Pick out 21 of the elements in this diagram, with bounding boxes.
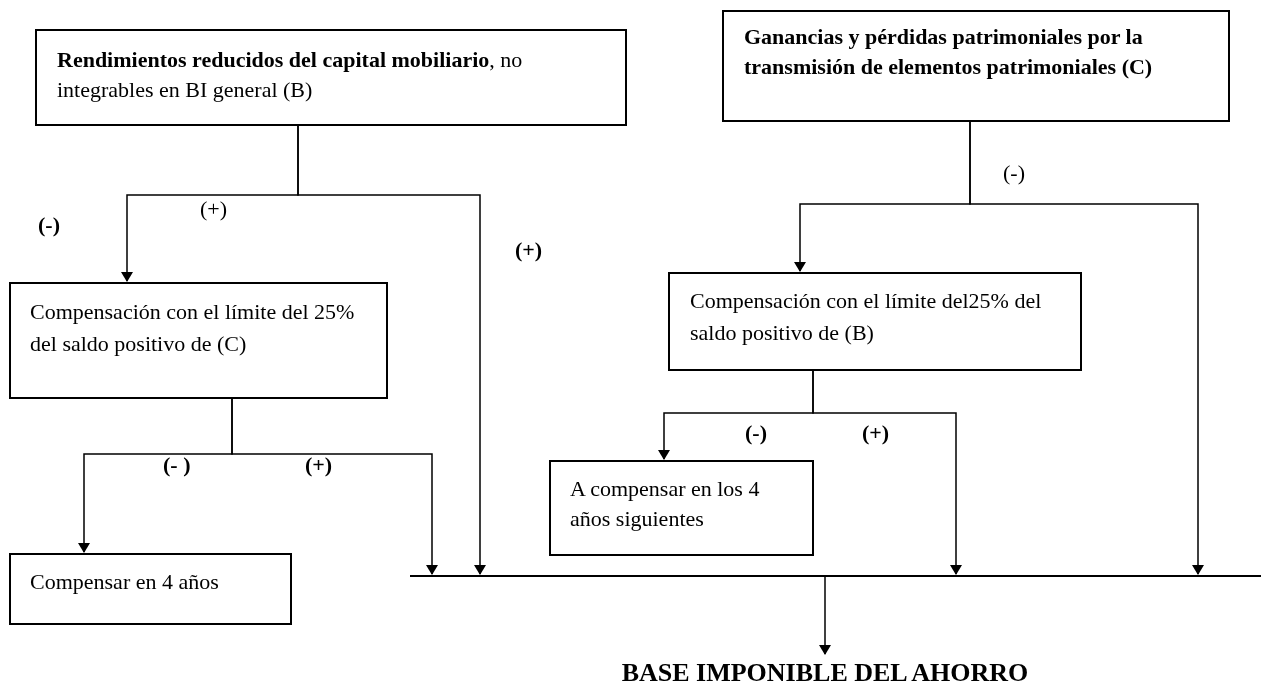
process-box: Rendimientos reducidos del capital mobiliario, no integrables en BI general (B) [35,29,627,126]
process-box: A compensar en los 4 años siguientes [549,460,814,556]
process-box: Ganancias y pérdidas patrimoniales por la transmisión de elementos patrimoniales (C) [722,10,1230,122]
summation-line [410,575,1261,577]
process-box: Compensar en 4 años [9,553,292,625]
result-heading: BASE IMPONIBLE DEL AHORRO [560,655,1090,691]
sign-label: (-) [38,212,60,238]
sign-label: (+) [515,237,543,263]
arrow [297,125,486,575]
arrow [812,370,962,575]
sign-label: (-) [1003,160,1025,186]
sign-label: (-) [745,420,767,446]
sign-label: (+) [862,420,890,446]
process-box: Compensación con el límite del 25% del saldo positivo de (C) [9,282,388,399]
process-box: Compensación con el límite del25% del saldo positivo de (B) [668,272,1082,371]
arrow [969,121,1204,575]
sign-label: (+) [305,452,333,478]
sign-label: (- ) [163,452,191,478]
arrow [819,576,831,655]
arrow [231,398,438,575]
sign-label: (+) [200,196,228,222]
